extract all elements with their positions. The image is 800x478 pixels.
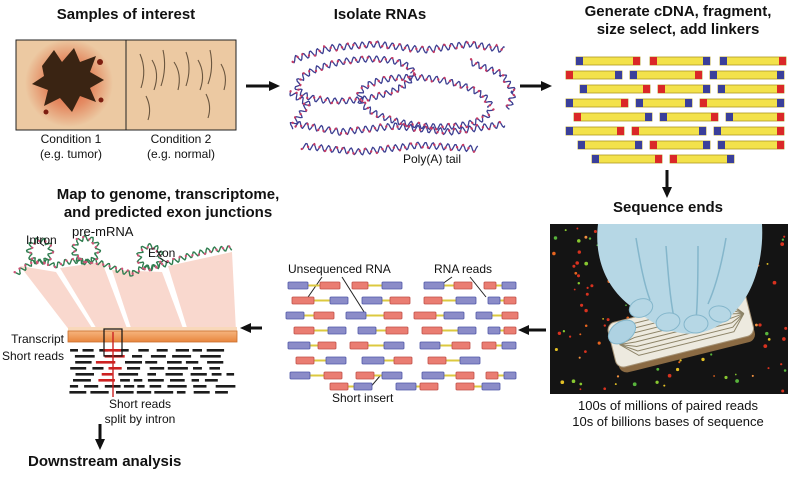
samples-title: Samples of interest (56, 6, 196, 23)
transcript-bar (67, 330, 238, 343)
condition2-line1: Condition 2 (150, 132, 212, 146)
rna-strands-illustration (288, 39, 517, 157)
flow-cell-photo (550, 224, 788, 394)
glove-finger-creases (635, 237, 727, 321)
sequence-caption-line1: 100s of millions of paired reads (578, 398, 758, 413)
isolate-title: Isolate RNAs (333, 6, 427, 23)
alignment-beams (20, 252, 236, 331)
condition2-line2: (e.g. normal) (146, 146, 216, 161)
split-by-intron-label: Short reads split by intron (92, 397, 188, 426)
split-label-line1: Short reads (108, 397, 172, 411)
map-title-line2: and predicted exon junctions (63, 204, 273, 222)
cdna-title-line2: size select, add linkers (596, 21, 760, 39)
downstream-title: Downstream analysis (28, 453, 182, 470)
sequence-title: Sequence ends (612, 199, 724, 216)
intron-pointer-line (39, 242, 45, 247)
cdna-title: Generate cDNA, fragment, size select, ad… (560, 3, 796, 40)
short-reads-label: Short reads (2, 349, 65, 363)
sequence-captions: 100s of millions of paired reads 10s of … (545, 398, 791, 430)
map-title-line1: Map to genome, transcriptome, (56, 186, 280, 203)
sequence-caption-line2: 10s of billions bases of sequence (572, 413, 764, 429)
pre-mrna-squiggle (13, 233, 233, 277)
glove-thumb (607, 319, 637, 345)
map-title: Map to genome, transcriptome, and predic… (40, 186, 296, 223)
tumor-blob (32, 48, 104, 112)
exon-pointer-line (159, 257, 169, 264)
polya-label: Poly(A) tail (402, 152, 461, 166)
intron-label: Intron (26, 233, 57, 247)
condition1-line1: Condition 1 (40, 132, 102, 146)
condition2-label: Condition 2 (e.g. normal) (126, 132, 236, 161)
condition1-line2: (e.g. tumor) (39, 146, 102, 161)
premrna-label: pre-mRNA (72, 224, 134, 239)
split-label-line2: split by intron (104, 411, 176, 426)
paired-reads-illustration (285, 276, 519, 391)
condition1-label: Condition 1 (e.g. tumor) (16, 132, 126, 161)
short-reads-dashes (69, 349, 236, 394)
cdna-title-line1: Generate cDNA, fragment, (584, 3, 772, 20)
mapping-illustration (13, 233, 238, 397)
transcript-label: Transcript (11, 332, 64, 346)
normal-tissue-fibers (139, 49, 227, 121)
cdna-fragments-illustration (565, 56, 787, 164)
workflow-arrows (95, 81, 672, 450)
sample-panels-illustration (15, 39, 237, 131)
exon-label: Exon (148, 246, 176, 260)
rna-reads-label: RNA reads (434, 262, 493, 276)
short-insert-label: Short insert (332, 391, 394, 405)
unsequenced-rna-label: Unsequenced RNA (288, 262, 391, 276)
